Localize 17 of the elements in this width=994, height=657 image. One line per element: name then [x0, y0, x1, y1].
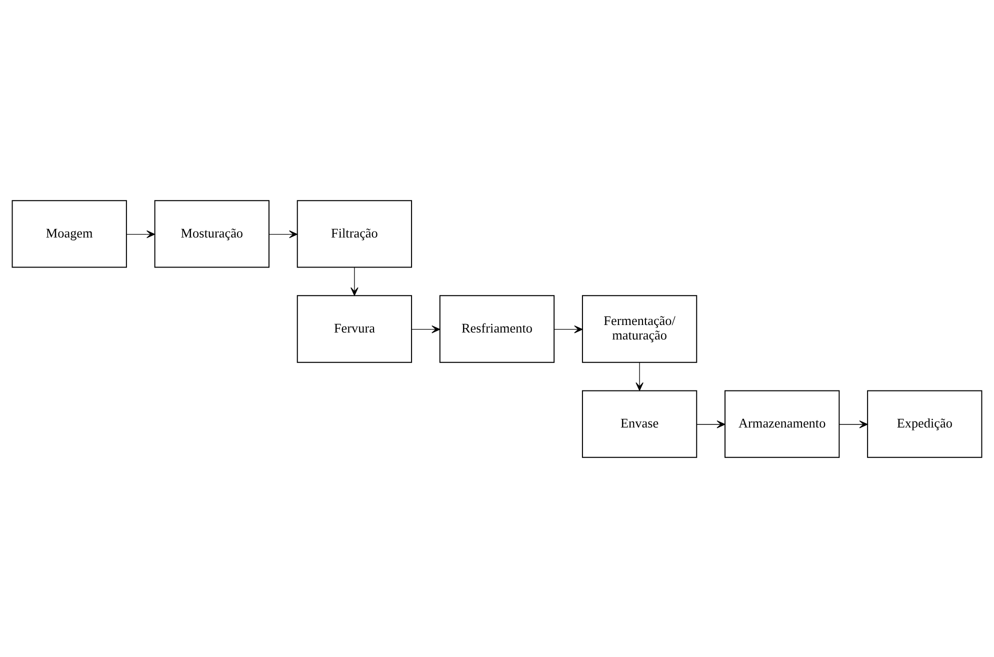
arrow: [411, 324, 440, 333]
node-box: Fervura: [296, 294, 412, 362]
arrow: [350, 266, 358, 296]
node-box: Filtração: [296, 200, 412, 268]
node-box: Moagem: [12, 200, 127, 268]
arrow: [268, 230, 298, 238]
arrow: [126, 230, 156, 238]
node-box: Envase: [582, 390, 698, 458]
arrow: [838, 420, 868, 428]
arrow: [636, 362, 644, 390]
node-box: Fermentação/ maturação: [582, 294, 698, 362]
node-box: Resfriamento: [439, 294, 555, 362]
arrow: [696, 420, 726, 428]
arrow: [554, 324, 583, 333]
node-box: Mosturação: [154, 200, 270, 268]
node-box: Armazenamento: [724, 390, 840, 458]
node-box: Expedição: [867, 390, 982, 458]
